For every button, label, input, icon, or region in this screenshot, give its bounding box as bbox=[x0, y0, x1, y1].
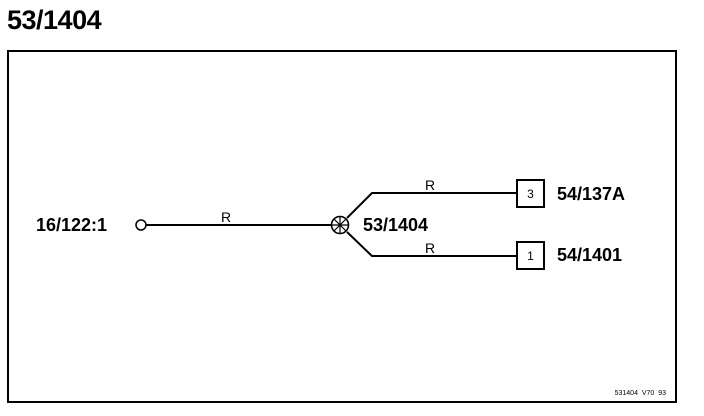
terminal-pin-upper: 3 bbox=[527, 187, 534, 201]
connector-terminal-icon bbox=[135, 219, 147, 231]
terminal-label-upper: 54/137A bbox=[557, 184, 625, 204]
reference-code: 531404 V70 93 bbox=[615, 390, 666, 397]
upper-branch-wire bbox=[346, 192, 517, 219]
diagram-frame bbox=[7, 50, 677, 403]
main-wire-color-label: R bbox=[221, 209, 231, 225]
splice-icon bbox=[330, 215, 350, 235]
terminal-label-lower: 54/1401 bbox=[557, 245, 622, 265]
left-connector-label: 16/122:1 bbox=[36, 215, 107, 235]
terminal-box-lower bbox=[516, 241, 545, 270]
lower-wire-color-label: R bbox=[425, 240, 435, 256]
lower-branch-wire bbox=[346, 231, 517, 257]
page-title: 53/1404 bbox=[7, 5, 102, 35]
terminal-box-upper bbox=[516, 179, 545, 208]
splice-label: 53/1404 bbox=[363, 215, 428, 235]
upper-wire-color-label: R bbox=[425, 177, 435, 193]
terminal-pin-lower: 1 bbox=[527, 249, 534, 263]
